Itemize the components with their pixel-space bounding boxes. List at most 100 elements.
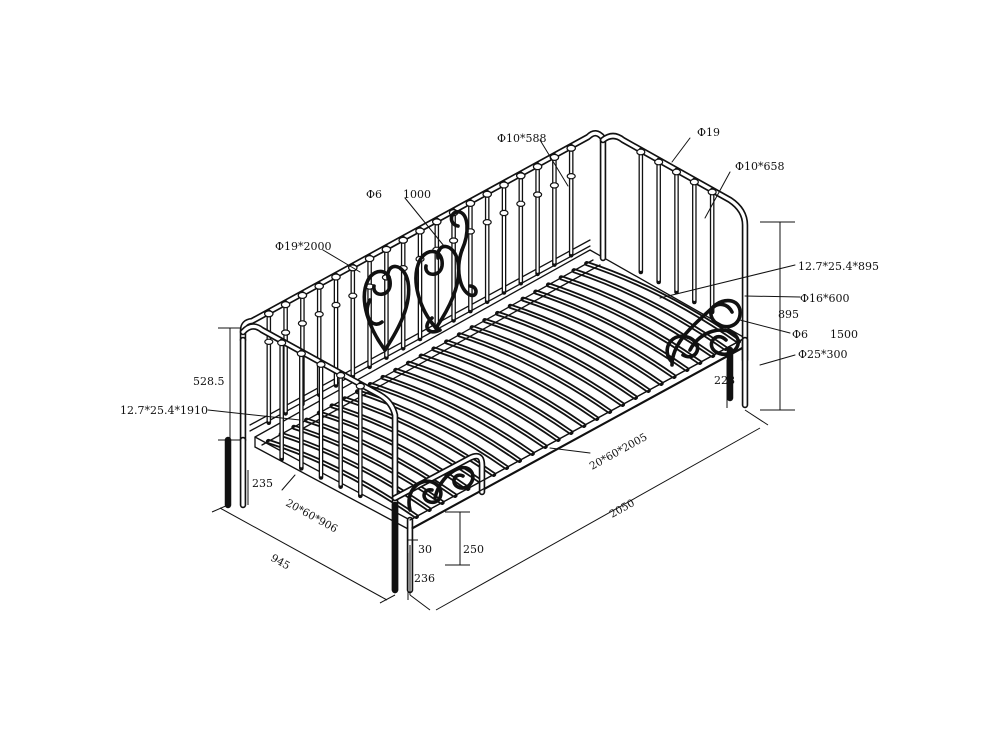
bar-collar [431,218,442,226]
bar-collar [515,172,526,180]
bar-collar [297,291,308,300]
label-side-rail: 12.7*25.4*1910 [120,404,208,417]
bed-slat [431,346,587,428]
bed-slat-gap [510,305,662,385]
dimension-lines [211,221,795,611]
label-top-rail: Φ19*2000 [275,240,332,253]
bed-slat [545,282,703,365]
label-end-rail: 20*60*906 [284,497,340,535]
end-panel-bars [636,147,717,315]
bed-slat [393,367,548,449]
label-height-528: 528.5 [193,375,225,388]
bar-collar [482,218,492,226]
left-end-bars [277,338,365,499]
back-heart-scrolls [362,210,478,352]
label-end-bar: Φ10*658 [735,160,785,173]
bar-collar [482,190,493,198]
bar-collar [689,178,699,186]
label-dim-250: 250 [463,543,484,556]
right-end-panel [599,132,749,367]
bar-collar [654,158,664,166]
label-scroll-length: 1000 [403,188,431,201]
bed-slat-gap [293,426,443,504]
bed-slat [469,325,626,407]
label-height-895: 895 [778,308,799,321]
bed-slat [354,389,510,470]
back-railing-bars [263,143,577,426]
bed-slat [507,303,664,386]
bar-collar [297,320,307,327]
bed-slat-gap [560,277,714,357]
bar-collar [636,148,646,156]
bed-slat [342,396,497,477]
bar-collar [566,172,576,180]
bar-collar [381,245,392,254]
foot-scroll-ornament [407,465,475,512]
bed-slat-gap [484,319,636,399]
front-side-rail [409,336,749,529]
back-railing [239,130,607,444]
end-scroll-ornament [665,298,742,367]
bed-slat-gap [369,383,520,462]
bed-slat [291,424,445,505]
bed-slat-gap [497,312,649,392]
bar-collar [336,371,346,379]
bed-slat [533,289,690,372]
bar-collar [532,191,543,198]
label-scroll-6-end: Φ6 [792,328,808,341]
bar-collar [348,292,358,299]
bar-collar [314,282,325,290]
bed-slat [456,332,613,414]
bed-slat-gap [395,369,546,448]
bed-slat [380,374,535,456]
bar-collar [516,200,526,207]
bar-collar [566,144,577,152]
bed-slat-gap [408,362,559,441]
bar-collar [281,329,291,336]
label-dim-236: 236 [414,572,435,585]
bar-collar [671,168,682,176]
bar-collar [280,300,291,309]
bed-slat [482,317,638,400]
bar-collar [264,338,274,345]
bar-collar [331,301,341,309]
label-back-bar: Φ10*588 [497,132,547,145]
label-height-228: 228 [714,374,735,387]
bar-collar [277,339,287,347]
label-length-2050: 2050 [608,497,637,520]
bar-collar [364,254,375,263]
label-dim-30: 30 [418,543,432,556]
bed-slat [520,296,677,379]
bar-collar [398,236,409,244]
bar-collar [316,361,326,368]
bed-slat-gap [573,270,727,350]
bed-slat-gap [357,390,508,469]
bar-collar [415,227,425,235]
bar-collar [314,311,324,318]
label-height-235: 235 [252,477,273,490]
left-end-panel [239,323,399,594]
bed-slat [405,360,561,442]
bar-collar [499,209,509,217]
bed-slat-gap [331,405,482,483]
label-slat-support: 12.7*25.4*895 [798,260,879,273]
bed-slat-gap [548,284,701,364]
bed-slat-gap [459,334,611,413]
bed-slat-gap [420,355,572,434]
bed-slat-gap [433,348,585,427]
bed-slat-gap [535,291,688,371]
bar-collar [707,188,717,196]
leader-lines [207,137,801,491]
bed-slat-gap [522,298,675,378]
label-length-rail: 20*60*2005 [588,431,650,473]
bar-collar [263,310,274,318]
bed-slat [558,275,716,358]
bed-slat [418,353,574,435]
label-leg-25: Φ25*300 [798,348,848,361]
bar-collar [449,237,459,244]
bed-slat [444,339,600,421]
label-leg-rail: Φ16*600 [800,292,850,305]
bar-collar [532,162,543,171]
bar-collar [296,350,306,358]
label-scroll-length-end: 1500 [830,328,858,341]
